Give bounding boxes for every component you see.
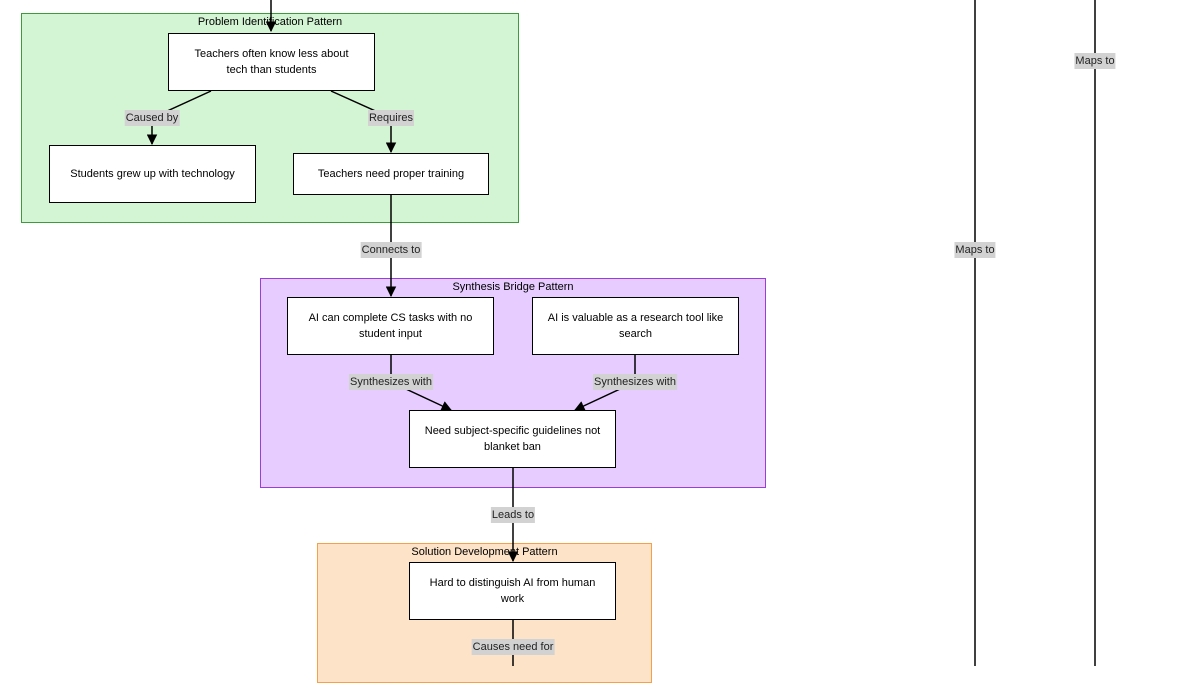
node-subject-guidelines[interactable]: Need subject-specific guidelines not bla… bbox=[409, 410, 616, 468]
node-students-grew-up[interactable]: Students grew up with technology bbox=[49, 145, 256, 203]
edge-label-requires: Requires bbox=[367, 110, 415, 126]
cluster-title-solution: Solution Development Pattern bbox=[411, 546, 558, 558]
edge-label-causes-need-for: Causes need for bbox=[471, 639, 555, 655]
node-hard-to-distinguish[interactable]: Hard to distinguish AI from human work bbox=[409, 562, 616, 620]
edge-label-maps-to-upper: Maps to bbox=[1074, 53, 1116, 69]
edge-label-synthesizes-left: Synthesizes with bbox=[349, 374, 433, 390]
edge-label-maps-to-lower: Maps to bbox=[954, 242, 996, 258]
cluster-title-problem: Problem Identification Pattern bbox=[197, 16, 343, 28]
edge-label-leads-to: Leads to bbox=[490, 507, 536, 523]
node-teachers-know-less[interactable]: Teachers often know less about tech than… bbox=[168, 33, 375, 91]
edge-label-caused-by: Caused by bbox=[124, 110, 180, 126]
cluster-title-synthesis: Synthesis Bridge Pattern bbox=[452, 281, 574, 293]
node-ai-complete-cs[interactable]: AI can complete CS tasks with no student… bbox=[287, 297, 494, 355]
edge-label-connects-to: Connects to bbox=[360, 242, 422, 258]
node-ai-research-tool[interactable]: AI is valuable as a research tool like s… bbox=[532, 297, 739, 355]
edge-label-synthesizes-right: Synthesizes with bbox=[593, 374, 677, 390]
node-teachers-need-training[interactable]: Teachers need proper training bbox=[293, 153, 489, 195]
